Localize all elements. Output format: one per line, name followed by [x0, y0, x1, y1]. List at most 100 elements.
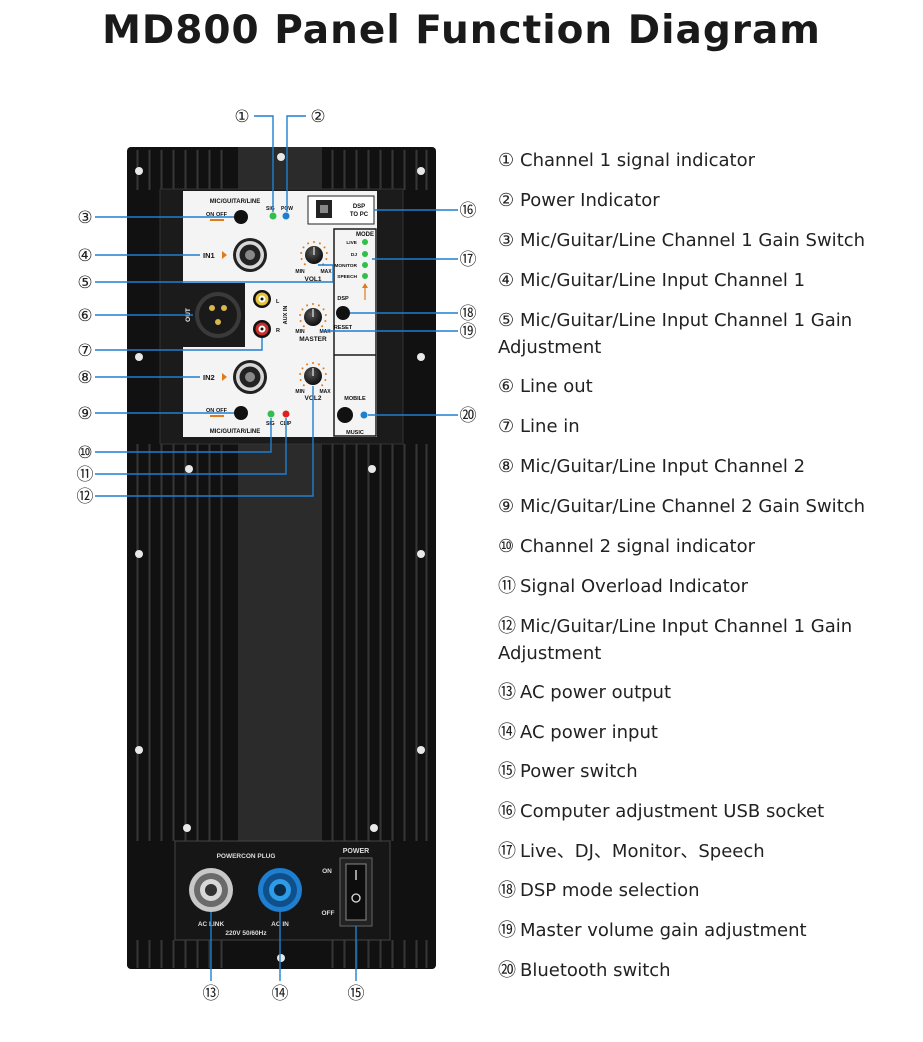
screw-hole	[135, 167, 143, 175]
legend-text: Power Indicator	[520, 190, 660, 211]
screw-hole	[185, 465, 193, 473]
ac-in-powercon[interactable]	[258, 868, 302, 912]
channel2-signal-led	[267, 410, 275, 418]
callout-numbers: ① ② ③ ④ ⑤ ⑥ ⑦ ⑧ ⑨ ⑩ ⑪ ⑫ ⑬ ⑭ ⑮ ⑯ ⑰ ⑱ ⑲ ⑳	[77, 107, 477, 1003]
gain-switch-ch1[interactable]	[234, 210, 248, 224]
heatsink-fin	[390, 940, 395, 968]
legend-text: DSP mode selection	[520, 880, 700, 901]
knob-scale-dot	[323, 246, 326, 249]
legend-number: ⑦	[498, 416, 515, 437]
knob-scale-dot	[325, 258, 328, 261]
heatsink-fin	[342, 940, 347, 968]
legend-number: ⑮	[498, 761, 516, 782]
heatsink-fin	[159, 150, 164, 190]
screw-hole	[277, 954, 285, 962]
heatsink-fin	[171, 940, 176, 968]
callout-leaders	[95, 115, 458, 981]
screw-hole	[135, 746, 143, 754]
legend-text: Line in	[520, 416, 580, 437]
callout-2: ②	[310, 107, 325, 126]
in1-combo-jack[interactable]	[233, 238, 267, 272]
heatsink-fin	[342, 444, 347, 841]
in1-arrow-icon	[222, 251, 227, 259]
line-out-xlr-jack[interactable]	[195, 292, 241, 338]
callout-8: ⑧	[77, 368, 92, 387]
ac-link-powercon[interactable]	[189, 868, 233, 912]
legend-text: Mic/Guitar/Line Channel 2 Gain Switch	[520, 496, 866, 517]
callout-12: ⑫	[77, 487, 94, 506]
page-title: MD800 Panel Function Diagram	[102, 8, 821, 53]
heatsink-fin	[330, 150, 335, 190]
dsp-mode-button[interactable]	[336, 306, 350, 320]
power-switch[interactable]	[339, 857, 373, 927]
knob-scale-dot	[302, 246, 305, 249]
gain-switch-ch2[interactable]	[234, 406, 248, 420]
legend-number: ⑯	[498, 801, 516, 822]
in2-arrow-icon	[222, 373, 227, 381]
heatsink-fins-bottom	[135, 940, 429, 968]
legend-text: Master volume gain adjustment	[520, 920, 807, 941]
screw-hole	[135, 353, 143, 361]
knob-scale-dot	[322, 367, 325, 370]
legend-text: Signal Overload Indicator	[520, 576, 749, 597]
legend-text: Mic/Guitar/Line Channel 1 Gain Switch	[520, 230, 866, 251]
heatsink-fin	[159, 444, 164, 841]
legend-number: ⑲	[498, 920, 516, 941]
callout-5: ⑤	[77, 273, 92, 292]
legend-number: ⑫	[498, 616, 516, 637]
knob-scale-dot	[317, 304, 320, 307]
legend-text: Live、DJ、Monitor、Speech	[520, 841, 765, 862]
heatsink-fin	[354, 150, 359, 190]
knob-scale-dot	[312, 362, 314, 364]
aux-in-label: AUX IN	[283, 306, 289, 325]
vol2-min-label: MIN	[295, 389, 305, 395]
legend-text: Bluetooth switch	[520, 960, 671, 981]
legend-text: Mic/Guitar/Line Input Channel 1 Gain Adj…	[498, 616, 853, 664]
power-led	[282, 212, 290, 220]
knob-scale-dot	[302, 325, 305, 328]
aux-in-right-rca[interactable]	[253, 320, 271, 338]
off-label-ch1: OFF	[216, 212, 228, 218]
mode-live-led	[362, 239, 368, 245]
knob-scale-dot	[321, 325, 324, 328]
heatsink-fin	[402, 150, 407, 190]
legend-number: ②	[498, 190, 515, 211]
in2-combo-jack[interactable]	[233, 360, 267, 394]
gain-switch-mark-ch1	[210, 219, 224, 221]
heatsink-fin	[219, 940, 224, 968]
knob-scale-dot	[301, 367, 304, 370]
legend-number: ④	[498, 270, 515, 291]
master-label: MASTER	[299, 336, 327, 343]
callout-3: ③	[77, 208, 92, 227]
heatsink-fin	[183, 444, 188, 841]
legend-number: ⑬	[498, 682, 516, 703]
knob-scale-dot	[300, 251, 303, 254]
aux-in-left-rca[interactable]	[253, 290, 271, 308]
vol1-max-label: MAX	[320, 269, 332, 275]
master-scale-dots	[299, 303, 327, 328]
legend-number: ⑰	[498, 841, 516, 862]
aux-l-label: L	[276, 299, 280, 305]
knob-scale-dot	[324, 379, 327, 382]
legend-number: ⑭	[498, 722, 516, 743]
legend-number: ①	[498, 150, 515, 171]
mode-monitor-label: MONITOR	[334, 263, 357, 269]
leader-2	[286, 115, 306, 212]
powercon-plug-label: POWERCON PLUG	[217, 853, 276, 860]
legend-text: Power switch	[520, 761, 638, 782]
legend-number: ⑨	[498, 496, 515, 517]
legend-text: AC power output	[520, 682, 672, 703]
heatsink-fin	[195, 150, 200, 190]
power-label: POWER	[343, 848, 369, 855]
heatsink-fin	[207, 444, 212, 841]
bluetooth-switch[interactable]	[337, 407, 353, 423]
knob-scale-dot	[325, 251, 328, 254]
screw-hole	[370, 824, 378, 832]
heatsink-fin	[366, 940, 371, 968]
